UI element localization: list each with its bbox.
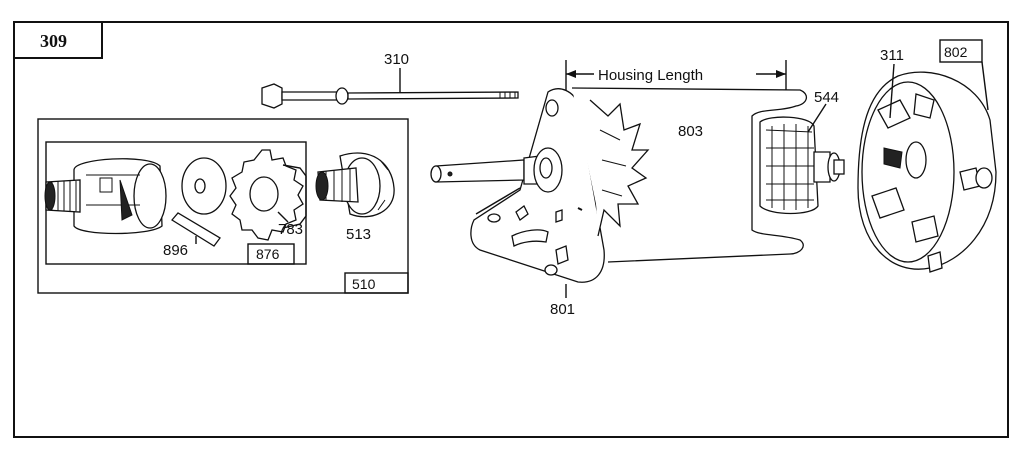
pin-label: 896 bbox=[163, 242, 188, 259]
armature-housing bbox=[571, 87, 807, 263]
drive-assembly-label: 510 bbox=[352, 276, 376, 292]
spring-retainer bbox=[315, 152, 395, 218]
armature-housing-label: 803 bbox=[678, 123, 703, 140]
through-bolt bbox=[261, 83, 519, 109]
washer bbox=[181, 157, 227, 215]
end-cap-label: 802 bbox=[944, 44, 968, 60]
housing-length-dimension bbox=[565, 60, 787, 92]
end-cap-leader bbox=[981, 61, 989, 111]
commutator-label: 544 bbox=[814, 89, 839, 106]
pinion-gear-leader bbox=[277, 211, 289, 223]
housing-length-label: Housing Length bbox=[598, 67, 703, 84]
pinion-gear bbox=[229, 149, 307, 241]
spring-retainer-label: 513 bbox=[346, 226, 371, 243]
pinion-gear-label: 783 bbox=[278, 221, 303, 238]
clutch-drive bbox=[44, 158, 167, 235]
drive-end-plate bbox=[430, 88, 605, 283]
drive-assembly-label-box bbox=[344, 272, 409, 294]
commutator-leader bbox=[807, 103, 827, 133]
gear-box-label-box bbox=[247, 243, 295, 265]
diagram-id-box bbox=[13, 21, 103, 59]
outer-frame bbox=[13, 21, 1009, 438]
commutator bbox=[759, 116, 845, 215]
gear-box-label: 876 bbox=[256, 246, 280, 262]
through-bolt-label: 310 bbox=[384, 51, 409, 68]
brush-terminal-label: 311 bbox=[880, 47, 904, 64]
brush-terminal-leader bbox=[889, 63, 895, 119]
diagram-id: 309 bbox=[40, 31, 67, 51]
end-cap-label-box bbox=[939, 39, 983, 63]
end-cap bbox=[857, 71, 997, 273]
drive-assembly-box bbox=[37, 118, 409, 294]
pin bbox=[171, 212, 221, 247]
drive-end-plate-label: 801 bbox=[550, 301, 575, 318]
